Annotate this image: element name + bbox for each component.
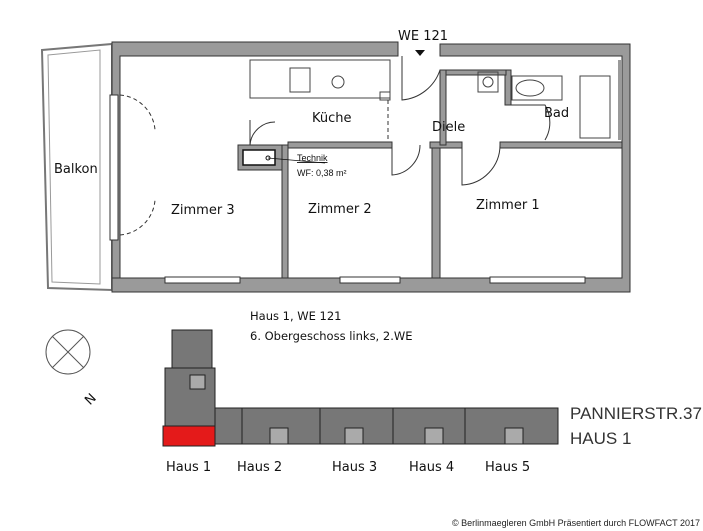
- house-label-4: Haus 4: [409, 460, 454, 475]
- street-label: PANNIERSTR.37: [570, 404, 702, 423]
- site-block: [171, 329, 213, 373]
- house-label-5: Haus 5: [485, 460, 530, 475]
- bath-fixtures: [477, 71, 611, 139]
- info-line2: 6. Obergeschoss links, 2.WE: [250, 329, 412, 343]
- window: [489, 276, 586, 284]
- interior-walls: [237, 69, 623, 279]
- doors: [119, 56, 551, 236]
- window: [339, 276, 401, 284]
- room-label-bad: Bad: [544, 106, 569, 121]
- house-label-3: Haus 3: [332, 460, 377, 475]
- technik-shaft: [242, 149, 276, 166]
- stairwell: [269, 427, 289, 445]
- kitchen-counter: [249, 59, 391, 101]
- info-line1: Haus 1, WE 121: [250, 309, 342, 323]
- room-label-zimmer3: Zimmer 3: [171, 203, 235, 218]
- technik-leader: [267, 157, 326, 164]
- site-plan: [162, 329, 559, 447]
- room-label-zimmer1: Zimmer 1: [476, 198, 540, 213]
- room-label-balkon: Balkon: [54, 162, 98, 177]
- technik-area: WF: 0,38 m²: [297, 168, 347, 178]
- north-label: N: [82, 391, 99, 408]
- window: [164, 276, 241, 284]
- outer-walls: [109, 41, 631, 293]
- room-label-zimmer2: Zimmer 2: [308, 202, 372, 217]
- house-label-2: Haus 2: [237, 460, 282, 475]
- highlight-unit: [162, 425, 216, 447]
- compass-icon: [45, 329, 91, 375]
- entrance-arrow-icon: [415, 50, 425, 56]
- stairwell: [189, 374, 206, 390]
- stairwell: [424, 427, 444, 445]
- stairwell: [504, 427, 524, 445]
- house-title: HAUS 1: [570, 429, 631, 448]
- room-label-diele: Diele: [432, 120, 465, 135]
- technik-label: Technik: [297, 153, 328, 163]
- unit-label: WE 121: [398, 29, 448, 44]
- room-label-kueche: Küche: [312, 111, 352, 126]
- balcony-door: [109, 94, 119, 241]
- stairwell: [344, 427, 364, 445]
- house-label-1: Haus 1: [166, 460, 211, 475]
- copyright: © Berlinmaegleren GmbH Präsentiert durch…: [452, 518, 700, 528]
